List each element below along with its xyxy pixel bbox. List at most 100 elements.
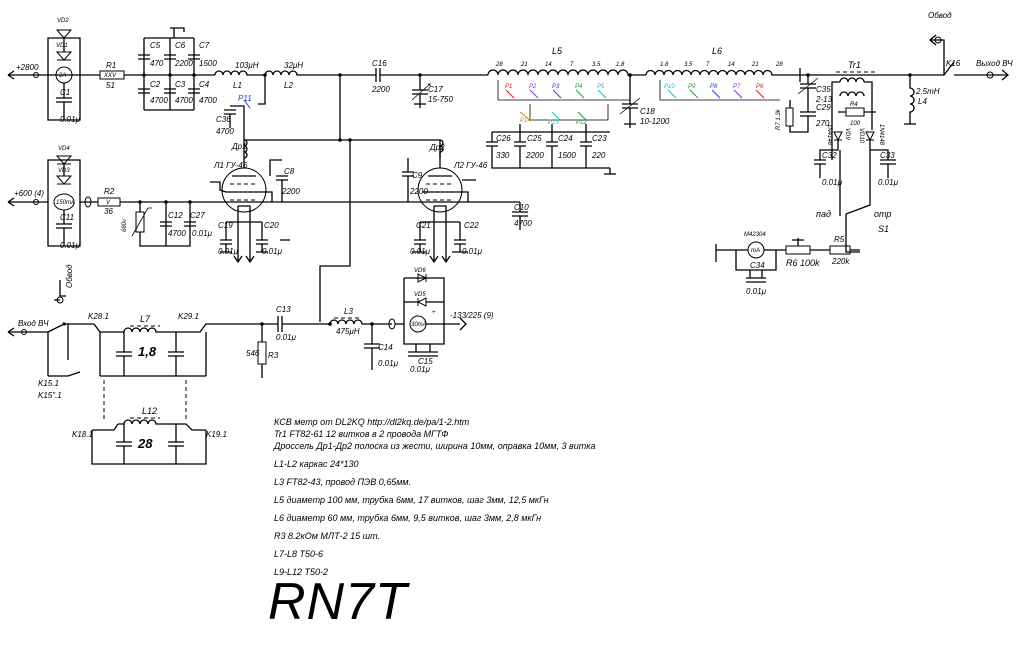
svg-text:0.01μ: 0.01μ	[410, 365, 431, 374]
svg-text:P10: P10	[664, 84, 675, 90]
svg-text:-133/225 (9): -133/225 (9)	[450, 311, 494, 320]
svg-text:1N4148: 1N4148	[878, 124, 884, 146]
svg-text:C12: C12	[168, 211, 183, 220]
svg-text:14: 14	[728, 62, 735, 68]
svg-text:4700: 4700	[199, 96, 217, 105]
svg-text:2200: 2200	[174, 59, 193, 68]
svg-text:P7: P7	[733, 84, 741, 90]
svg-text:28: 28	[137, 436, 153, 451]
svg-text:P5: P5	[597, 84, 605, 90]
svg-text:Выход ВЧ: Выход ВЧ	[976, 59, 1013, 68]
svg-text:VD2: VD2	[57, 18, 69, 24]
svg-text:1,8: 1,8	[138, 344, 157, 359]
svg-text:2-13: 2-13	[815, 95, 833, 104]
svg-text:S1: S1	[878, 224, 889, 234]
svg-text:14: 14	[545, 62, 552, 68]
svg-text:P12: P12	[576, 120, 587, 126]
svg-text:0.01μ: 0.01μ	[822, 178, 843, 187]
svg-text:2A: 2A	[58, 73, 66, 79]
svg-text:K15".1: K15".1	[38, 391, 62, 400]
svg-text:7: 7	[706, 62, 710, 68]
svg-text:1500: 1500	[199, 59, 217, 68]
svg-text:Л2 ГУ-46: Л2 ГУ-46	[453, 161, 488, 170]
svg-text:R1: R1	[106, 61, 116, 70]
svg-text:220k: 220k	[831, 257, 850, 266]
svg-text:P3: P3	[552, 84, 560, 90]
svg-text:2200: 2200	[371, 85, 390, 94]
notes-block: КСВ метр от DL2KQ http://dl2kq.de/pa/1-2…	[274, 416, 634, 578]
svg-text:0.01μ: 0.01μ	[746, 287, 767, 296]
svg-text:10-1200: 10-1200	[640, 117, 670, 126]
svg-text:4700: 4700	[514, 219, 532, 228]
svg-text:P9: P9	[688, 84, 696, 90]
svg-text:mA: mA	[751, 248, 760, 254]
svg-text:330: 330	[496, 151, 510, 160]
svg-text:C5: C5	[150, 41, 161, 50]
note-line: L3 FT82-43, провод ПЭВ 0,65мм.	[274, 477, 412, 487]
svg-text:C8: C8	[284, 167, 295, 176]
svg-text:2200: 2200	[281, 187, 300, 196]
svg-text:21: 21	[751, 62, 759, 68]
author-signature: RN7T	[268, 573, 408, 631]
svg-text:Обвод: Обвод	[65, 264, 74, 288]
svg-text:1N4148: 1N4148	[826, 124, 832, 146]
tube-section: +600 (4) VD4 VD3 150mA C11 0.01μ V R2 36…	[7, 138, 532, 322]
svg-text:M42304: M42304	[744, 232, 766, 238]
svg-text:C15: C15	[418, 357, 433, 366]
svg-text:C11: C11	[60, 213, 74, 222]
svg-text:C34: C34	[750, 261, 765, 270]
svg-text:VD5: VD5	[414, 292, 426, 298]
svg-text:Др2: Др2	[429, 143, 445, 152]
svg-text:546: 546	[246, 349, 260, 358]
svg-text:R3: R3	[268, 351, 279, 360]
svg-text:VD10: VD10	[858, 128, 864, 144]
svg-text:2.5mH: 2.5mH	[915, 87, 940, 96]
svg-text:4700: 4700	[150, 96, 168, 105]
note-line: Tr1 FT82-61 12 витков в 2 провода МГТФ	[274, 429, 449, 439]
svg-text:0.01μ: 0.01μ	[462, 247, 483, 256]
note-line: L5 диаметр 100 мм, трубка 6мм, 17 витков…	[274, 495, 549, 505]
note-line: R3 8.2кОм МЛТ-2 15 шт.	[274, 531, 380, 541]
svg-text:XXV: XXV	[103, 73, 117, 79]
svg-text:0.01μ: 0.01μ	[878, 178, 899, 187]
svg-text:R7 1.3k: R7 1.3k	[776, 108, 782, 130]
svg-text:28: 28	[775, 62, 783, 68]
svg-text:L3: L3	[344, 307, 353, 316]
svg-text:C22: C22	[464, 221, 479, 230]
svg-text:1500: 1500	[558, 151, 576, 160]
svg-text:0.01μ: 0.01μ	[276, 333, 297, 342]
svg-text:3.5: 3.5	[684, 62, 693, 68]
svg-text:K15.1: K15.1	[38, 379, 59, 388]
svg-text:100: 100	[850, 121, 861, 127]
svg-text:Обвод: Обвод	[928, 11, 952, 20]
note-line: L9-L12 T50-2	[274, 567, 329, 577]
svg-text:C17: C17	[428, 85, 443, 94]
svg-text:VD6: VD6	[414, 268, 426, 274]
svg-text:3.5: 3.5	[592, 62, 601, 68]
svg-text:C18: C18	[640, 107, 655, 116]
input-filter-section: Вход ВЧ Обвод K15.1 K15".1 K28.1 L7 1,8 …	[7, 264, 494, 465]
svg-text:0.01μ: 0.01μ	[60, 241, 81, 250]
svg-text:C19: C19	[218, 221, 233, 230]
svg-text:K19.1: K19.1	[206, 430, 227, 439]
svg-text:1.8: 1.8	[660, 62, 669, 68]
svg-text:2200: 2200	[525, 151, 544, 160]
svg-text:C24: C24	[558, 134, 573, 143]
note-line: L1-L2 каркас 24*130	[274, 459, 359, 469]
svg-text:R6 100k: R6 100k	[786, 258, 820, 268]
svg-text:C4: C4	[199, 80, 210, 89]
svg-text:P2: P2	[529, 84, 537, 90]
svg-text:L5: L5	[552, 46, 563, 56]
svg-text:C16: C16	[372, 59, 387, 68]
note-line: Дроссель Др1-Др2 полоска из жести, ширин…	[274, 441, 596, 451]
svg-text:2200: 2200	[409, 187, 428, 196]
svg-text:C35: C35	[816, 85, 831, 94]
svg-text:C14: C14	[378, 343, 393, 352]
svg-text:30mA: 30mA	[411, 322, 427, 328]
svg-text:C32: C32	[822, 151, 837, 160]
svg-text:C21: C21	[416, 221, 431, 230]
svg-text:36: 36	[104, 207, 113, 216]
svg-text:P1: P1	[505, 84, 512, 90]
svg-text:K18.1: K18.1	[72, 430, 93, 439]
